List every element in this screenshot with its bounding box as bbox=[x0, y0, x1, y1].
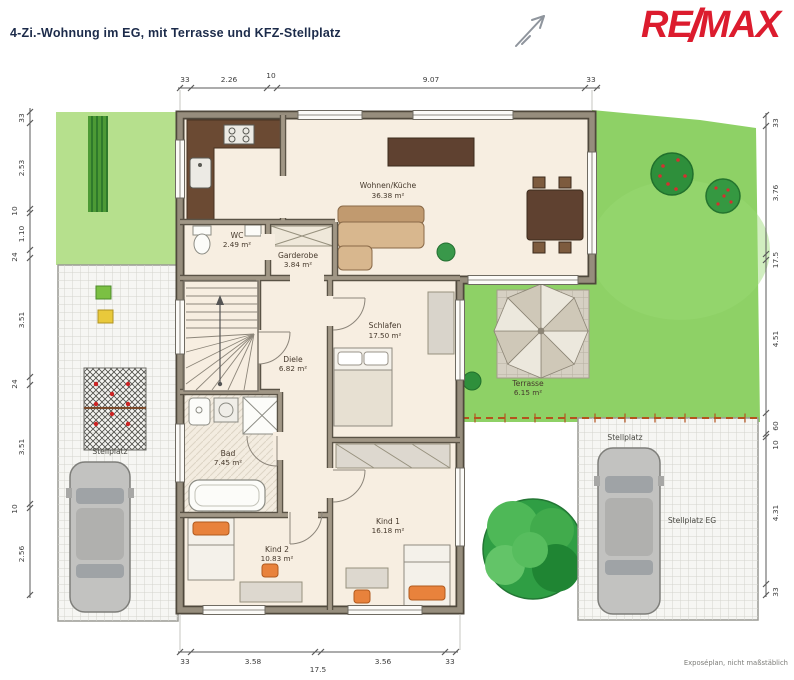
door-swings bbox=[246, 297, 366, 545]
dim-right-0: 33 bbox=[771, 118, 780, 128]
bush bbox=[482, 498, 584, 600]
dim-top-4: 33 bbox=[586, 75, 596, 84]
bath-sink bbox=[188, 397, 211, 426]
remax-logo: RE / MAX bbox=[640, 2, 781, 52]
dim-left-1: 2.53 bbox=[17, 159, 26, 176]
terrace-plant bbox=[462, 371, 482, 391]
room-area-diele: 6.82 m² bbox=[279, 364, 307, 373]
car-right bbox=[594, 447, 664, 615]
dim-left-6: 24 bbox=[10, 379, 19, 389]
dim-bottom-4: 33 bbox=[445, 657, 455, 666]
remax-logo-re: RE bbox=[640, 4, 693, 46]
parking-left: Stellplatz bbox=[57, 264, 179, 622]
room-label-schlafen: Schlafen bbox=[369, 321, 402, 330]
bath-fixtures bbox=[188, 396, 282, 512]
dim-left-3: 1.10 bbox=[17, 225, 26, 242]
dim-right-2: 17.5 bbox=[771, 251, 780, 268]
room-area-garderobe: 3.84 m² bbox=[284, 260, 312, 269]
dresser-schlafen bbox=[427, 291, 455, 355]
staircase bbox=[183, 280, 259, 392]
dim-right-6: 4.31 bbox=[771, 504, 780, 521]
dim-right-1: 3.76 bbox=[771, 184, 780, 201]
dim-right-3: 4.51 bbox=[771, 330, 780, 347]
room-area-bad: 7.45 m² bbox=[214, 458, 242, 467]
windows bbox=[175, 110, 597, 615]
dim-left-9: 2.56 bbox=[17, 545, 26, 562]
stellplatz-right-label: Stellplatz bbox=[607, 433, 642, 442]
bed-schlafen bbox=[333, 347, 393, 427]
wc-fixtures bbox=[192, 224, 262, 255]
stellplatz-eg-label: Stellplatz EG bbox=[668, 516, 716, 525]
remax-logo-max: MAX bbox=[698, 4, 781, 46]
dim-top-0: 33 bbox=[180, 75, 190, 84]
stove bbox=[223, 124, 255, 145]
dim-left-2: 10 bbox=[10, 206, 19, 216]
remax-slash: / bbox=[688, 0, 702, 51]
dim-left-8: 10 bbox=[10, 504, 19, 514]
car-left bbox=[66, 461, 134, 613]
dim-left-0: 33 bbox=[17, 113, 26, 123]
kind2-furniture bbox=[187, 517, 303, 603]
dim-top-3: 9.07 bbox=[423, 75, 440, 84]
dimension-lines bbox=[26, 84, 770, 656]
boundary-line bbox=[462, 413, 758, 423]
green-box bbox=[95, 285, 112, 300]
dining-set bbox=[526, 176, 584, 254]
dim-right-5: 10 bbox=[771, 440, 780, 450]
terrace: Terrasse 6.15 m² bbox=[462, 283, 590, 397]
room-area-kind2: 10.83 m² bbox=[261, 554, 294, 563]
room-area-wc: 2.49 m² bbox=[223, 240, 251, 249]
room-label-bad: Bad bbox=[221, 449, 236, 458]
houseplant bbox=[436, 242, 456, 262]
room-area-terrasse: 6.15 m² bbox=[514, 388, 542, 397]
dim-bottom-3: 3.56 bbox=[375, 657, 392, 666]
trellis bbox=[83, 367, 147, 451]
washer bbox=[213, 397, 239, 423]
room-label-kind2: Kind 2 bbox=[265, 545, 289, 554]
page-title: 4-Zi.-Wohnung im EG, mit Terrasse und KF… bbox=[10, 26, 341, 40]
kitchen-sink bbox=[189, 157, 212, 189]
dim-left-7: 3.51 bbox=[17, 438, 26, 455]
dim-bottom-0: 33 bbox=[180, 657, 190, 666]
dimension-labels: 33 2.26 10 9.07 33 33 2.53 10 1.10 24 3.… bbox=[10, 71, 780, 674]
room-label-kind1: Kind 1 bbox=[376, 517, 400, 526]
room-label-wc: WC bbox=[231, 231, 244, 240]
room-area-wohnen: 36.38 m² bbox=[372, 191, 405, 200]
tree-1 bbox=[650, 152, 694, 196]
dim-bottom-2: 17.5 bbox=[310, 665, 327, 674]
sofa bbox=[337, 205, 425, 271]
sideboard bbox=[387, 137, 475, 167]
dim-right-7: 33 bbox=[771, 587, 780, 597]
room-label-terrasse: Terrasse bbox=[511, 379, 544, 388]
kind1-furniture bbox=[335, 443, 451, 608]
lawn-top-left bbox=[56, 112, 180, 265]
kitchen-block bbox=[186, 119, 283, 224]
room-label-garderobe: Garderobe bbox=[278, 251, 318, 260]
footer-note: Exposéplan, nicht maßstäblich bbox=[684, 659, 788, 667]
sketch-arrow-icon bbox=[515, 15, 545, 47]
dim-left-4: 24 bbox=[10, 252, 19, 262]
stellplatz-left-label: Stellplatz bbox=[92, 447, 127, 456]
dim-right-4: 60 bbox=[771, 421, 780, 431]
room-area-schlafen: 17.50 m² bbox=[369, 331, 402, 340]
room-label-wohnen: Wohnen/Küche bbox=[360, 181, 417, 190]
dim-bottom-1: 3.58 bbox=[245, 657, 262, 666]
parasol-icon bbox=[493, 283, 589, 379]
dim-top-2: 10 bbox=[266, 71, 276, 80]
bathtub bbox=[188, 479, 266, 512]
yellow-box bbox=[97, 309, 114, 324]
wardrobe-garderobe bbox=[270, 225, 334, 247]
room-area-kind1: 16.18 m² bbox=[372, 526, 405, 535]
parking-right: Stellplatz Stellplatz EG bbox=[577, 417, 759, 621]
dim-left-5: 3.51 bbox=[17, 311, 26, 328]
dim-top-1: 2.26 bbox=[221, 75, 238, 84]
tree-2 bbox=[705, 178, 741, 214]
room-label-diele: Diele bbox=[283, 355, 303, 364]
